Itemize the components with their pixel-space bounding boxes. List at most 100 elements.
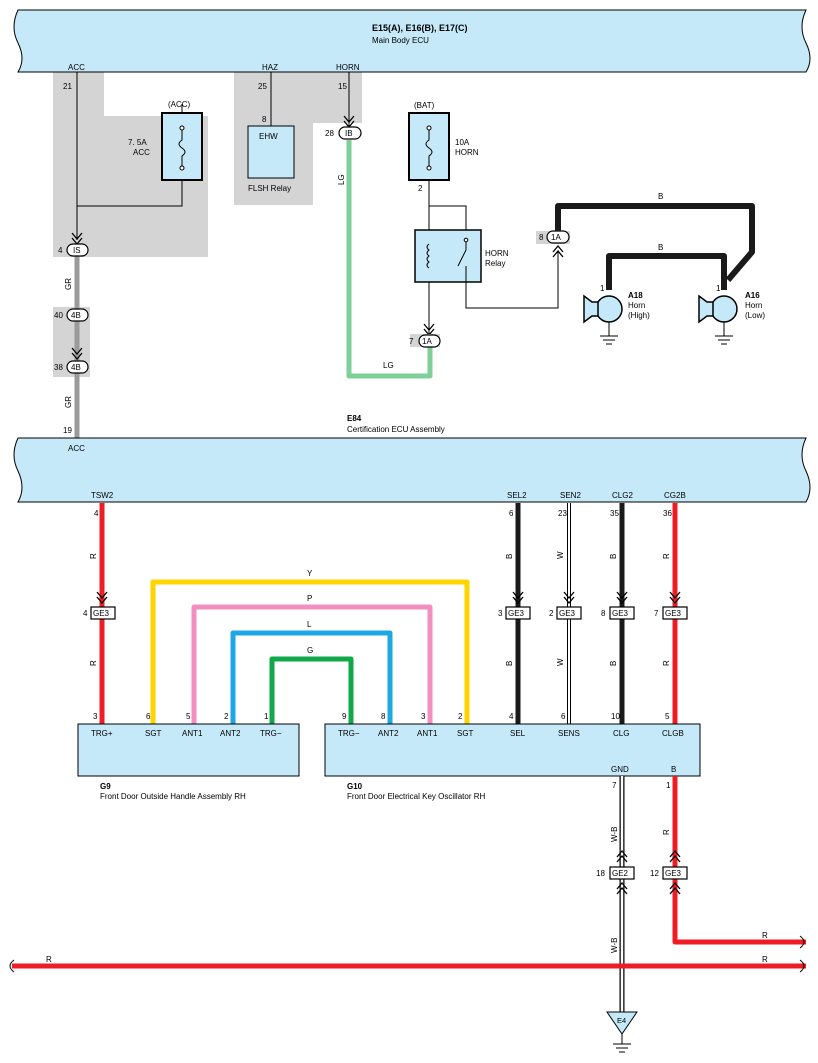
g10-pin-label-6: SENS — [558, 729, 580, 738]
horn-fuse-source: (BAT) — [414, 101, 435, 110]
cert-pin-cg2b-num: 36 — [663, 509, 672, 518]
connector-ge3-b — [662, 866, 688, 880]
g9-front-door-handle — [77, 723, 300, 777]
main-body-ecu-name: Main Body ECU — [372, 36, 429, 45]
g10-name: Front Door Electrical Key Oscillator RH — [347, 792, 485, 801]
connector-is-code: IS — [73, 246, 81, 255]
wire-color-lg-horizontal: LG — [383, 361, 394, 370]
wire-color-y: Y — [307, 569, 313, 578]
continuation-mark-icon — [9, 959, 15, 973]
ground-icon — [715, 335, 733, 345]
g9-pin-num-5: 1 — [264, 712, 269, 721]
connector-ge3-sel2-code: GE3 — [508, 609, 525, 618]
connector-ge3-b-code: GE3 — [665, 869, 682, 878]
harness-notch — [104, 72, 208, 116]
wire-color-r-tsw2-2: R — [89, 660, 98, 666]
cert-pin-acc-label: ACC — [68, 444, 85, 453]
connector-ge3-clg2 — [609, 606, 635, 620]
relay-terminal-icon — [463, 237, 469, 243]
wire-color-wb-1: W-B — [610, 827, 619, 842]
connector-ge3-sel2-num: 3 — [498, 609, 503, 618]
cert-pin-sel2-num: 6 — [509, 509, 514, 518]
cert-pin-sen2-num: 23 — [558, 509, 567, 518]
pin-num-horn: 15 — [338, 82, 347, 91]
chevron-up-icon — [552, 244, 564, 258]
g10-pin-label-4: SGT — [457, 729, 474, 738]
g9-pin-label-3: ANT1 — [182, 729, 203, 738]
continuation-mark-icon — [799, 959, 805, 973]
connector-ge3-sen2-code: GE3 — [559, 609, 576, 618]
g9-pin-label-5: TRG− — [260, 729, 282, 738]
g10-gnd-num: 7 — [612, 781, 617, 790]
horn-low-line2: (Low) — [745, 311, 765, 320]
cert-pin-acc-num: 19 — [63, 426, 72, 435]
connector-4b-top-num: 40 — [54, 311, 63, 320]
horn-low-pin: 1 — [716, 284, 721, 293]
wire-color-g: G — [307, 646, 313, 655]
acc-fuse-source: (ACC) — [168, 100, 191, 109]
cert-pin-clg2-label: CLG2 — [612, 491, 633, 500]
chevron-up-icon — [616, 881, 628, 895]
wire-color-wb-2: W-B — [610, 938, 619, 953]
wire-color-w-sen2-2: W — [556, 658, 565, 666]
horn-fuse-out-pin: 2 — [418, 184, 423, 193]
ground-icon — [613, 1043, 631, 1053]
chevron-up-icon — [616, 849, 628, 863]
wire-color-b-sel2-1: B — [505, 554, 514, 559]
fuse-terminal-icon — [426, 165, 432, 171]
horn-high — [595, 295, 623, 323]
connector-ge3-sen2-num: 2 — [549, 609, 554, 618]
wire-g — [269, 656, 354, 724]
g10-pin-label-1: TRG− — [338, 729, 360, 738]
wire-r-b — [672, 776, 806, 945]
connector-1a-horn-num: 8 — [539, 233, 544, 242]
wire-color-b-inner: B — [658, 243, 663, 252]
horn-icon — [698, 294, 714, 324]
wire-b-outer — [555, 203, 755, 282]
g9-pin-num-2: 6 — [146, 712, 151, 721]
wire-color-b-outer: B — [658, 192, 663, 201]
g10-pin-num-4: 2 — [458, 712, 463, 721]
chevron-up-icon — [669, 881, 681, 895]
horn-high-line2: (High) — [628, 311, 650, 320]
g9-code: G9 — [100, 782, 111, 791]
connector-ge3-clg2-num: 8 — [601, 609, 606, 618]
chevron-down-icon — [563, 591, 575, 605]
g10-pin-num-2: 8 — [381, 712, 386, 721]
g10-pin-num-7: 10 — [611, 712, 620, 721]
connector-is-num: 4 — [58, 246, 63, 255]
cert-ecu-name: Certification ECU Assembly — [347, 425, 445, 434]
connector-4b-bottom — [66, 360, 89, 374]
certification-ecu — [13, 437, 811, 503]
connector-ge3-cg2b-num: 7 — [654, 609, 659, 618]
connector-ge3-tsw2 — [90, 606, 116, 620]
wire-color-w-sen2-1: W — [556, 551, 565, 559]
cert-pin-cg2b-label: CG2B — [664, 491, 686, 500]
pin-label-horn: HORN — [336, 63, 360, 72]
chevron-down-icon — [616, 591, 628, 605]
ground-icon — [600, 335, 618, 345]
fuse-icon — [425, 128, 433, 168]
cert-pin-sel2-label: SEL2 — [507, 491, 527, 500]
g10-code: G10 — [347, 782, 363, 791]
wire-color-r-bus-right: R — [762, 955, 768, 964]
g9-pin-label-4: ANT2 — [220, 729, 241, 738]
horn-low — [710, 295, 738, 323]
cert-pin-sen2-label: SEN2 — [560, 491, 581, 500]
connector-ge3-sen2 — [556, 606, 582, 620]
connector-1a-relay — [418, 334, 441, 348]
connector-ge3-b-num: 12 — [650, 869, 659, 878]
ground-point-e4 — [606, 1011, 638, 1035]
relay-coil-icon — [426, 243, 430, 269]
wire-relay-feed — [429, 205, 467, 240]
connector-ib — [338, 126, 362, 140]
wire-color-b-clg2-1: B — [609, 554, 618, 559]
g10-pin-num-8: 5 — [665, 712, 670, 721]
connector-ib-code: IB — [345, 129, 353, 138]
connector-4b-bottom-code: 4B — [71, 363, 81, 372]
chevron-down-icon — [669, 591, 681, 605]
horn-low-code: A16 — [745, 291, 760, 300]
g10-b-label: B — [671, 765, 676, 774]
pin-label-haz: HAZ — [262, 63, 278, 72]
wire-color-gr-1: GR — [64, 278, 73, 290]
